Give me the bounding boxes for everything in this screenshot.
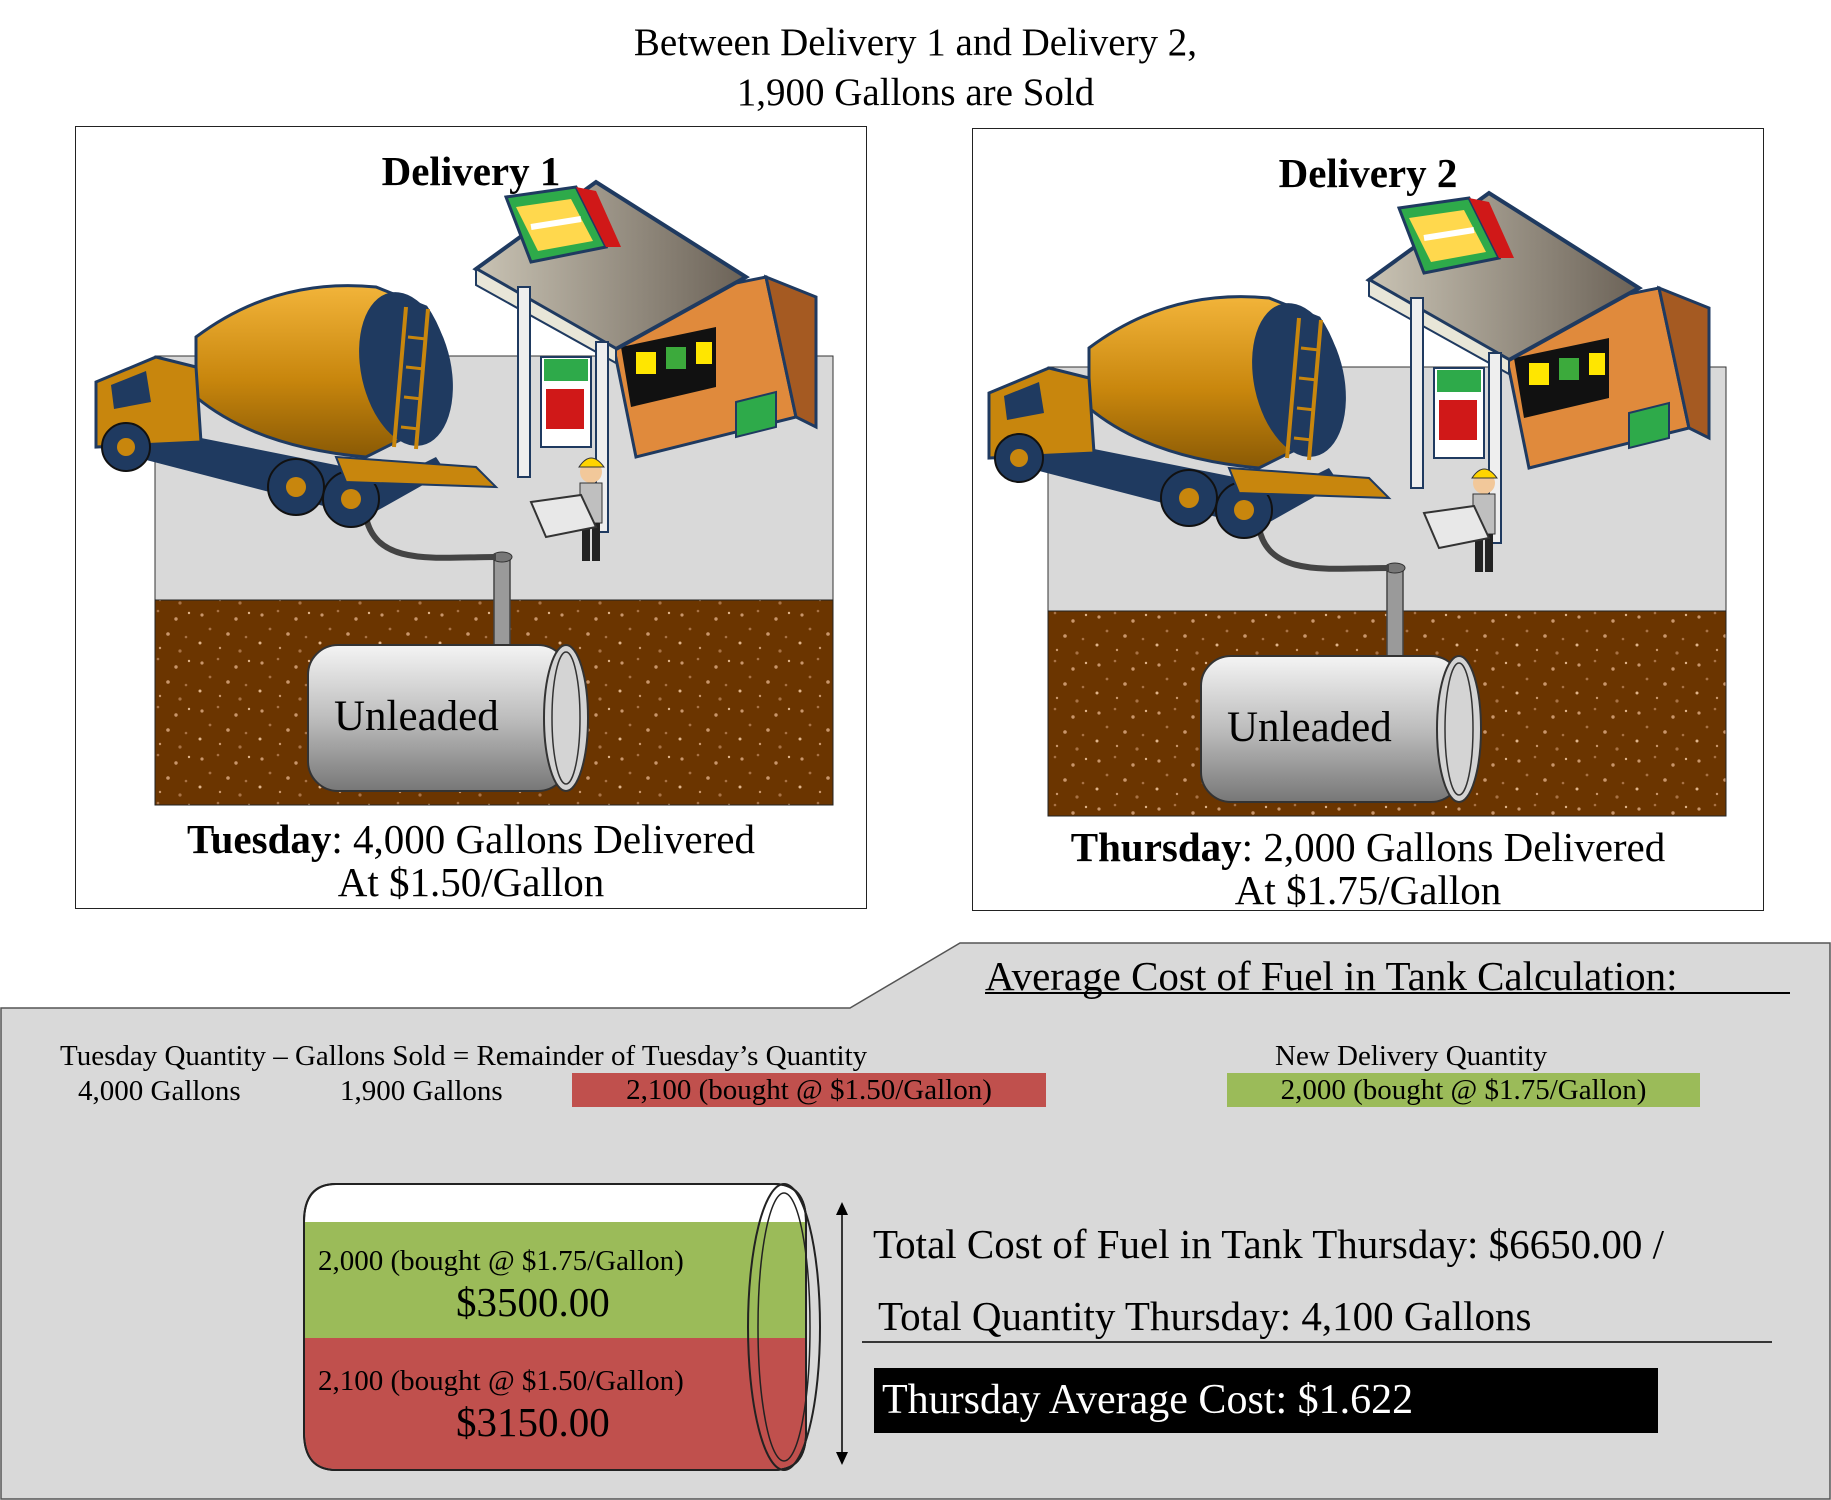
remainder-chip: 2,100 (bought @ $1.50/Gallon) [572,1073,1046,1107]
new-delivery-chip: 2,000 (bought @ $1.75/Gallon) [1227,1073,1700,1107]
tank-label-1: Unleaded [334,693,499,740]
delivery-2-caption-text: : 2,000 Gallons Delivered [1241,824,1666,870]
delivery-1-price: At $1.50/Gallon [337,859,605,905]
gas-station-2 [1365,190,1711,544]
underground-tank-2 [1200,655,1482,803]
tank-bottom-value: $3150.00 [456,1399,610,1445]
worker-2 [1422,468,1498,572]
tank-bottom-label: 2,100 (bought @ $1.50/Gallon) [318,1365,684,1397]
total-quantity-text: Total Quantity Thursday: 4,100 Gallons [878,1293,1532,1339]
fuel-truck-2 [987,295,1392,539]
tank-segment-new [305,1222,805,1338]
delivery-2-panel: Delivery 2 [972,128,1764,913]
delivery-1-caption-text: : 4,000 Gallons Delivered [331,816,755,862]
delivery-2-price: At $1.75/Gallon [1234,867,1502,913]
average-cost-result: Thursday Average Cost: $1.622 [874,1368,1658,1433]
delivery-2-scene [987,190,1727,817]
tank-segment-old [305,1338,805,1469]
delivery-2-day: Thursday [1070,824,1242,870]
gas-station-1 [472,179,818,533]
delivery-1-scene [94,179,834,806]
delivery-1-title: Delivery 1 [381,148,561,194]
header-line-2: 1,900 Gallons are Sold [736,71,1095,114]
underground-tank-1 [307,644,589,792]
calculation-heading: Average Cost of Fuel in Tank Calculation… [985,953,1678,999]
delivery-1-day: Tuesday [187,816,332,862]
total-cost-text: Total Cost of Fuel in Tank Thursday: $66… [873,1221,1665,1267]
tank-top-value: $3500.00 [456,1279,610,1325]
equation-text: Tuesday Quantity – Gallons Sold = Remain… [60,1040,868,1072]
delivery-2-caption: Thursday: 2,000 Gallons Delivered [973,825,1763,869]
header-line-1: Between Delivery 1 and Delivery 2, [633,21,1198,64]
new-delivery-label: New Delivery Quantity [1275,1040,1548,1072]
tank-top-label: 2,000 (bought @ $1.75/Gallon) [318,1245,684,1277]
tuesday-quantity-value: 4,000 Gallons [78,1075,241,1107]
fuel-truck-1 [94,284,499,528]
composite-tank [303,1183,821,1471]
delivery-2-title: Delivery 2 [1278,150,1458,196]
tank-label-2: Unleaded [1227,704,1392,751]
gallons-sold-value: 1,900 Gallons [340,1075,503,1107]
worker-1 [529,457,605,561]
delivery-1-caption: Tuesday: 4,000 Gallons Delivered [76,817,866,861]
delivery-1-panel: Delivery 1 [75,126,867,909]
